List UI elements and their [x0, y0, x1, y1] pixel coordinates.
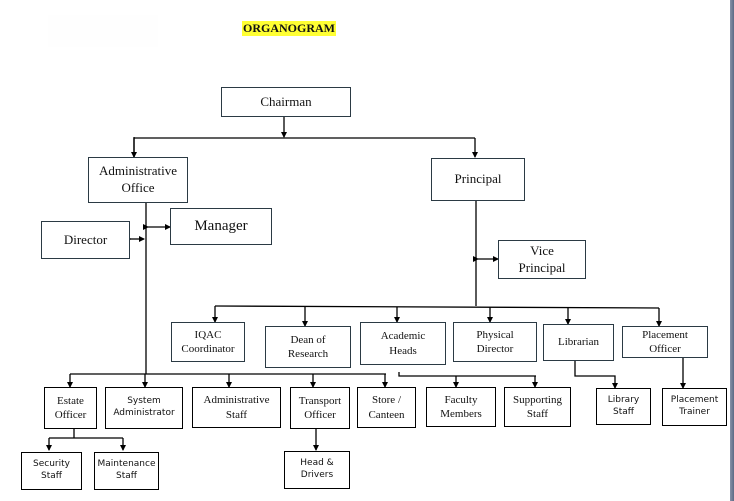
node-placement-officer[interactable]: Placement Officer: [622, 326, 708, 358]
node-label: Maintenance Staff: [97, 459, 156, 481]
node-label: Head & Drivers: [300, 458, 334, 480]
node-label: Administrative Staff: [203, 394, 270, 421]
window-edge: [730, 0, 734, 501]
node-label: IQAC Coordinator: [181, 328, 235, 355]
node-label: Placement Trainer: [670, 395, 719, 417]
node-label: Library Staff: [607, 394, 640, 417]
node-supporting-staff[interactable]: Supporting Staff: [504, 387, 571, 427]
node-manager[interactable]: Manager: [170, 208, 272, 245]
node-vice-principal[interactable]: Vice Principal: [498, 240, 586, 279]
node-store-canteen[interactable]: Store / Canteen: [357, 387, 416, 428]
node-label: Director: [63, 231, 108, 247]
node-label: Supporting Staff: [513, 393, 562, 420]
node-label: Administrative Office: [99, 163, 177, 195]
node-label: Physical Director: [476, 328, 514, 355]
node-head-drivers[interactable]: Head & Drivers: [284, 451, 350, 489]
edge-academic-bus: [398, 372, 536, 377]
node-label: Transport Officer: [298, 394, 342, 421]
node-placement-trainer[interactable]: Placement Trainer: [662, 388, 727, 426]
node-label: Principal: [454, 171, 502, 187]
node-iqac-coordinator[interactable]: IQAC Coordinator: [171, 322, 245, 362]
node-system-administrator[interactable]: System Administrator: [105, 387, 183, 429]
node-label: Vice Principal: [518, 242, 566, 275]
node-label: Placement Officer: [642, 328, 688, 355]
node-librarian[interactable]: Librarian: [543, 324, 614, 361]
node-label: Security Staff: [33, 459, 70, 481]
faded-logo: [48, 15, 158, 47]
node-faculty-members[interactable]: Faculty Members: [426, 387, 496, 427]
node-label: Dean of Research: [287, 333, 329, 360]
edge-to-library-staff: [574, 360, 618, 389]
node-dean-of-research[interactable]: Dean of Research: [265, 326, 351, 368]
node-label: Librarian: [558, 336, 599, 349]
node-label: System Administrator: [113, 396, 175, 418]
node-security-staff[interactable]: Security Staff: [21, 452, 82, 490]
node-director[interactable]: Director: [41, 221, 130, 259]
node-academic-heads[interactable]: Academic Heads: [360, 322, 446, 365]
node-label: Academic Heads: [380, 330, 426, 357]
node-label: Estate Officer: [54, 394, 87, 421]
node-label: Store / Canteen: [368, 394, 405, 421]
node-maintenance-staff[interactable]: Maintenance Staff: [94, 452, 159, 490]
node-principal[interactable]: Principal: [431, 158, 525, 201]
node-label: Chairman: [260, 93, 312, 109]
node-physical-director[interactable]: Physical Director: [453, 322, 537, 362]
diagram-title: ORGANOGRAM: [242, 21, 336, 36]
node-label: Faculty Members: [440, 393, 482, 420]
node-chairman[interactable]: Chairman: [221, 87, 351, 117]
node-transport-officer[interactable]: Transport Officer: [290, 387, 350, 429]
node-label: Manager: [194, 217, 248, 234]
node-administrative-office[interactable]: Administrative Office: [88, 157, 188, 203]
node-administrative-staff[interactable]: Administrative Staff: [192, 387, 281, 428]
node-library-staff[interactable]: Library Staff: [596, 388, 651, 425]
node-estate-officer[interactable]: Estate Officer: [44, 387, 97, 429]
